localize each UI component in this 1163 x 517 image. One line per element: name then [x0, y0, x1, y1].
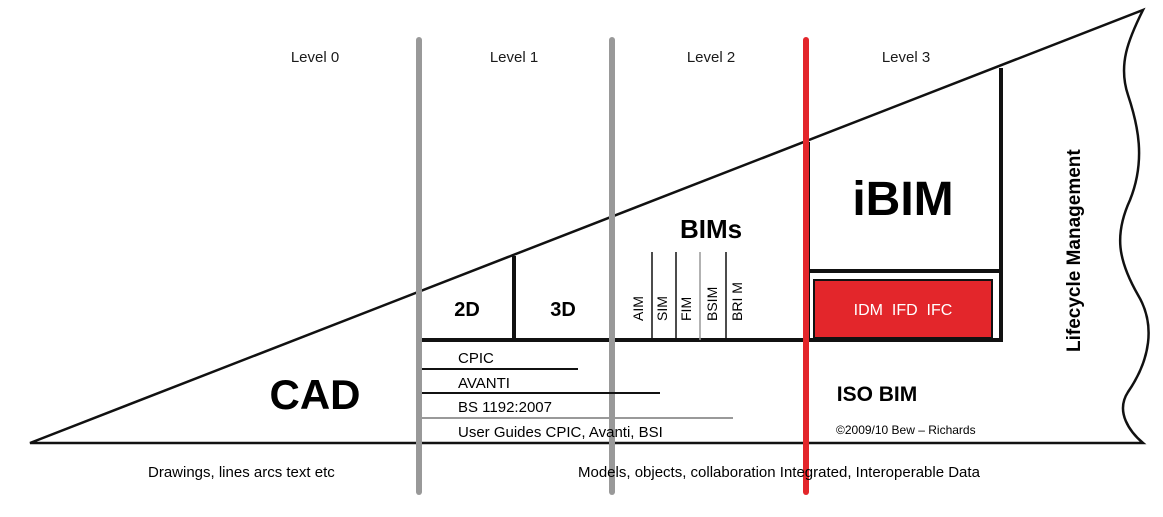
bims-item-sim: SIM [654, 296, 670, 321]
iso-bim-label: ISO BIM [837, 383, 918, 406]
level-2-label: Level 2 [687, 49, 735, 66]
idm-ifd-ifc-label: IDM IFD IFC [854, 302, 953, 319]
copyright: ©2009/10 Bew – Richards [836, 423, 976, 437]
level-1-label: Level 1 [490, 49, 538, 66]
maturity-wedge [29, 7, 1150, 445]
standard-bs1192: BS 1192:2007 [458, 399, 552, 416]
footer-left: Drawings, lines arcs text etc [148, 464, 335, 481]
standard-cpic: CPIC [458, 350, 494, 367]
standard-user-guides: User Guides CPIC, Avanti, BSI [458, 424, 663, 441]
bims-title: BIMs [680, 214, 742, 244]
idm-ifd-ifc-box [813, 279, 993, 339]
bims-item-bsim: BSIM [704, 287, 720, 321]
ibim-label: iBIM [852, 173, 953, 226]
lifecycle-label: Lifecycle Management [1064, 149, 1085, 352]
bims-item-fim: FIM [678, 297, 694, 321]
bims-item-bri-m: BRI M [729, 282, 745, 321]
cad-label: CAD [270, 371, 361, 418]
footer-right: Models, objects, collaboration Integrate… [578, 464, 981, 481]
2d-label: 2D [454, 299, 480, 321]
bims-item-aim: AIM [630, 296, 646, 321]
level-0-label: Level 0 [291, 49, 339, 66]
3d-label: 3D [550, 299, 576, 321]
level-3-label: Level 3 [882, 49, 930, 66]
standard-avanti: AVANTI [458, 375, 510, 392]
